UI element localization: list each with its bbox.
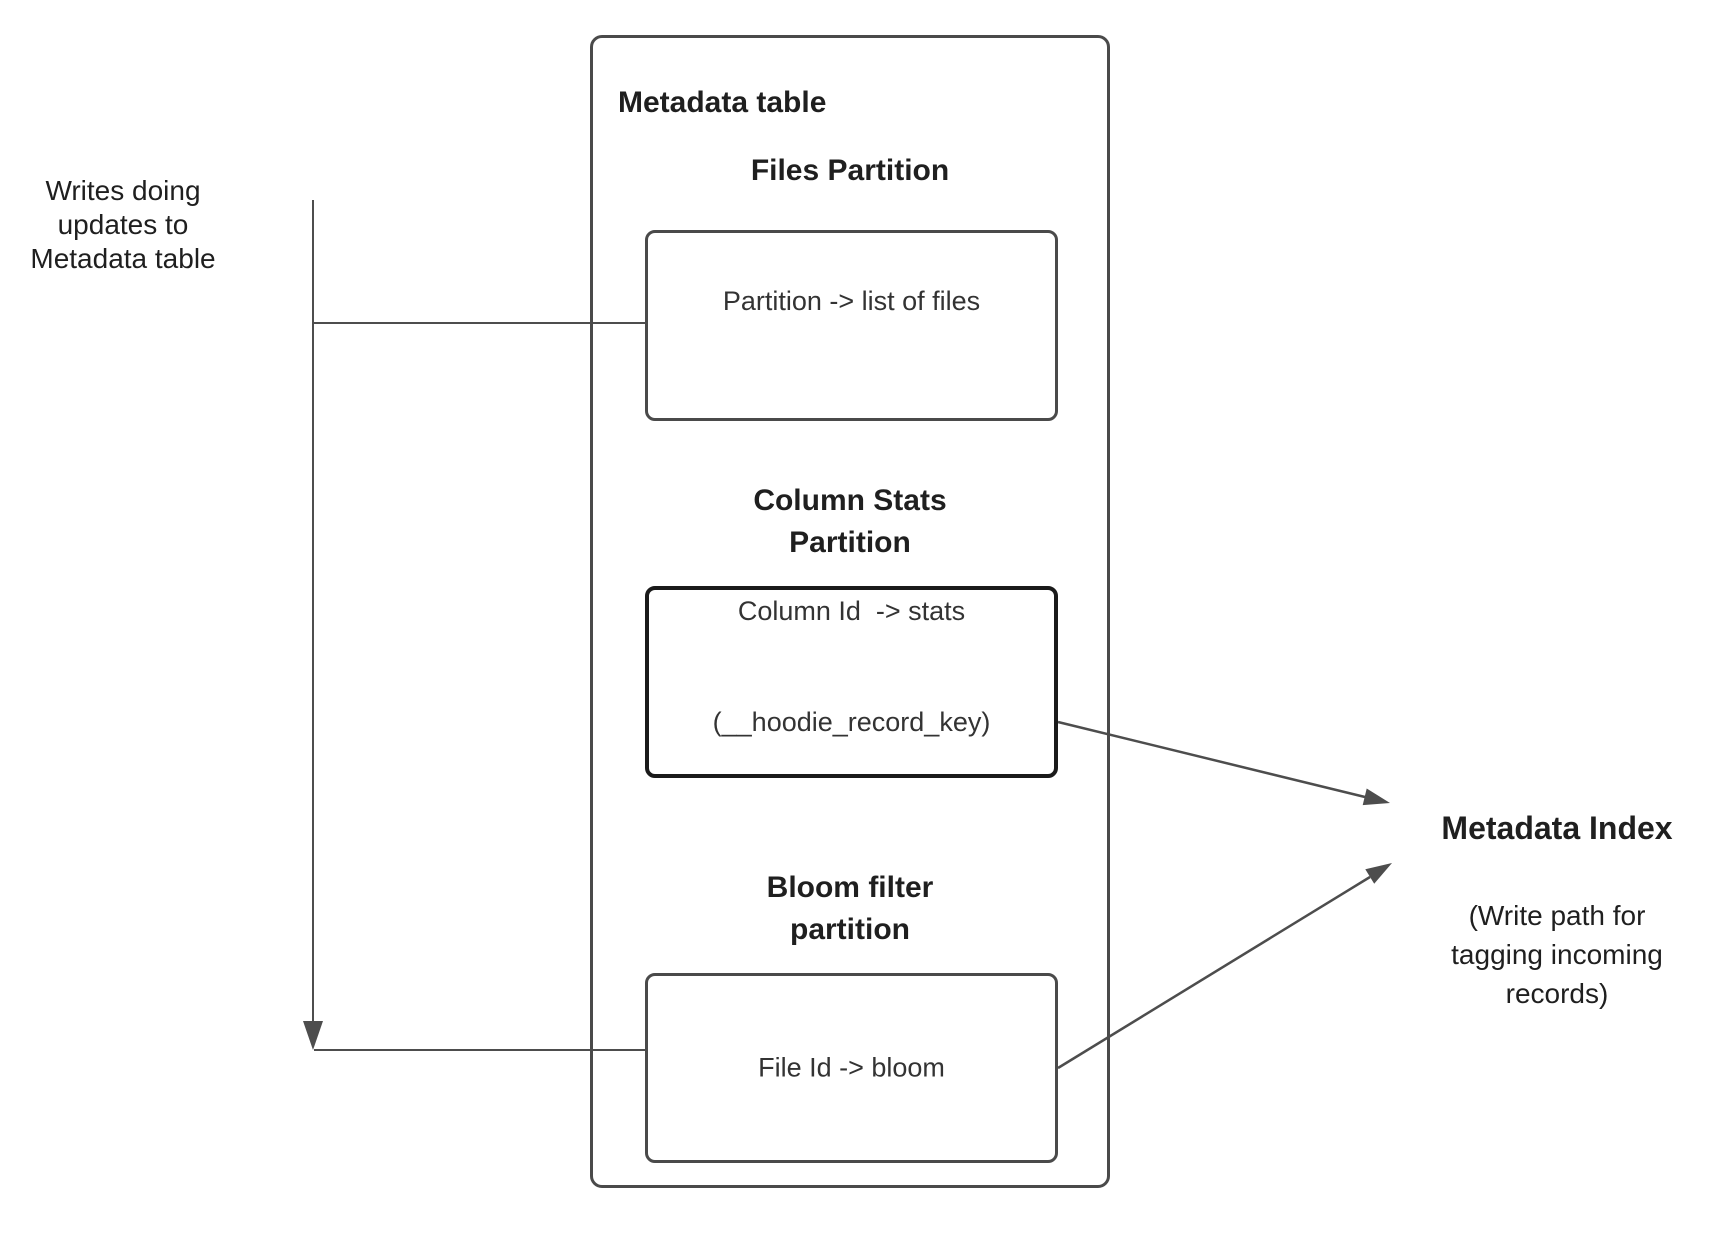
writes-note-line-3: Metadata table [30,243,216,274]
metadata-table-container: Metadata table Files Partition Partition… [590,35,1110,1188]
files-partition-box: Partition -> list of files [645,230,1058,421]
column-stats-box-line-2: (__hoodie_record_key) [712,707,991,738]
files-partition-box-text: Partition -> list of files [722,286,981,316]
bloom-heading-line-1: Bloom filter [766,871,934,904]
files-partition-heading: Files Partition [750,154,950,187]
metadata-index-note: (Write path for tagging incoming records… [1395,896,1718,1013]
bloom-heading-line-2: partition [790,913,910,946]
column-stats-box-line-1: Column Id -> stats [737,596,966,627]
metadata-table-title: Metadata table [618,86,827,119]
column-stats-to-index-arrowhead [1362,788,1390,806]
writes-note-line-2: updates to [57,209,189,240]
bloom-filter-partition-heading: Bloom filter partition [593,867,1107,951]
writes-note: Writes doing updates to Metadata table [18,174,228,276]
metadata-index-note-line-2: tagging incoming [1451,939,1663,970]
down-arrowhead [303,1021,323,1050]
metadata-index-title: Metadata Index [1441,810,1673,846]
column-stats-partition-box: Column Id -> stats (__hoodie_record_key) [645,586,1058,778]
writes-note-line-1: Writes doing [45,175,201,206]
metadata-index-note-line-3: records) [1505,978,1609,1009]
bloom-filter-partition-box: File Id -> bloom [645,973,1058,1163]
column-stats-partition-heading: Column Stats Partition [593,480,1107,564]
column-stats-heading-line-1: Column Stats [753,484,947,517]
bloom-to-index-arrowhead [1365,863,1392,884]
column-stats-box-text: Column Id -> stats (__hoodie_record_key) [649,519,1054,815]
bloom-filter-box-text: File Id -> bloom [758,1052,945,1083]
bloom-to-index-line [1057,875,1371,1070]
column-stats-heading-line-2: Partition [789,526,911,559]
metadata-index-note-line-1: (Write path for [1468,900,1646,931]
